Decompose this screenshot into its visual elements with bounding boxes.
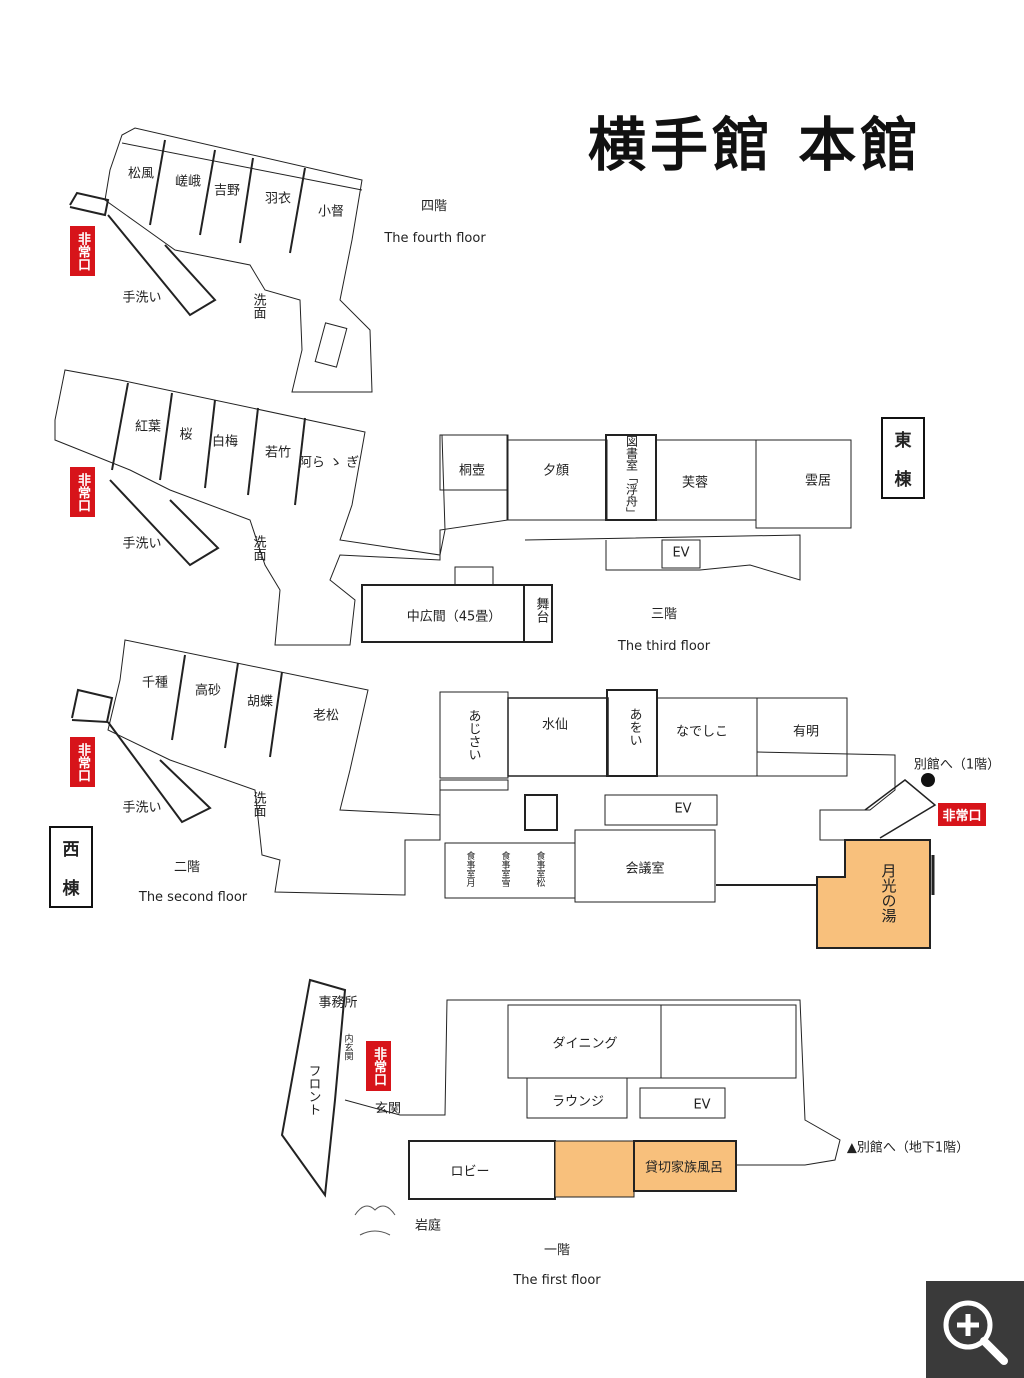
room-label: 白梅 <box>211 434 239 450</box>
room-label: あじさい <box>465 709 481 761</box>
annex-link-1f[interactable]: 別館へ（1階） <box>913 757 1001 773</box>
room-label: 胡蝶 <box>246 694 274 710</box>
room-label: 会議室 <box>625 861 665 877</box>
elevator-label: EV <box>693 1097 711 1113</box>
second-floor-west-plan <box>71 639 509 896</box>
floor-label-3f: 三階 <box>650 607 678 622</box>
room-label: 手洗い <box>122 800 162 816</box>
room-label: 高砂 <box>194 683 222 699</box>
room-label: 中広間（45畳） <box>406 609 502 625</box>
floor-label-4f-en: The fourth floor <box>384 231 486 246</box>
room-label: 紅葉 <box>134 419 162 435</box>
room-label: 舞台 <box>533 597 549 623</box>
floor-label-2f: 二階 <box>173 860 201 875</box>
room-label: 内玄関 <box>342 1033 353 1061</box>
first-floor-plan <box>280 978 841 1236</box>
room-label: 水仙 <box>541 717 569 733</box>
elevator-label: EV <box>672 545 690 561</box>
zoom-in-icon <box>943 1300 1008 1365</box>
room-label: 食事室月 <box>464 851 475 887</box>
page-title: 横手館 本館 <box>588 111 923 179</box>
second-floor-east-plan <box>439 689 937 949</box>
room-label: 貸切家族風呂 <box>644 1160 724 1176</box>
room-label: あをい <box>626 707 642 747</box>
room-label: 小督 <box>317 204 345 220</box>
emergency-exit-4f: 非常口 <box>70 226 95 276</box>
room-label: 桜 <box>179 427 193 443</box>
room-label: 図書室「浮舟」 <box>624 435 639 519</box>
west-wing-label: 西 棟 <box>49 826 93 908</box>
room-label: なでしこ <box>675 724 729 740</box>
room-label: フロント <box>305 1064 321 1116</box>
room-label: 若竹 <box>264 445 292 461</box>
fourth-floor-plan <box>69 127 373 393</box>
room-label: 洗面 <box>250 791 266 817</box>
room-label: 嵯峨 <box>174 174 202 190</box>
zoom-in-button[interactable] <box>926 1281 1024 1378</box>
room-label: 千種 <box>141 675 169 691</box>
floor-label-2f-en: The second floor <box>138 890 248 905</box>
room-label: 夕顔 <box>542 463 570 479</box>
emergency-exit-2f-west: 非常口 <box>70 737 95 787</box>
room-label: 洗面 <box>250 293 266 319</box>
west-wing-char-1: 西 <box>62 840 80 860</box>
room-label: 月光の湯 <box>879 863 898 923</box>
room-label: 事務所 <box>318 995 358 1011</box>
room-label: 玄関 <box>374 1101 402 1117</box>
floor-label-1f-en: The first floor <box>513 1273 601 1288</box>
floor-label-3f-en: The third floor <box>617 639 711 654</box>
elevator-label: EV <box>674 801 692 817</box>
annex-link-b1[interactable]: ▲別館へ（地下1階） <box>846 1140 970 1156</box>
emergency-exit-2f-east: 非常口 <box>938 803 986 826</box>
room-label: 吉野 <box>213 183 241 199</box>
room-label: 洗面 <box>250 535 266 561</box>
room-label: ロビー <box>450 1164 490 1180</box>
annex-marker <box>921 773 935 787</box>
room-label: 羽衣 <box>264 191 292 207</box>
room-label: 雲居 <box>804 473 832 489</box>
third-floor-west-plan <box>54 369 553 646</box>
east-wing-char-1: 東 <box>894 431 912 451</box>
third-floor-east-plan <box>439 434 852 581</box>
room-label: 芙蓉 <box>681 475 709 491</box>
emergency-exit-1f: 非常口 <box>366 1041 391 1091</box>
room-label: 阿ら ゝ ぎ <box>298 455 360 471</box>
east-wing-label: 東 棟 <box>881 417 925 499</box>
room-label: 食事室松 <box>534 851 545 887</box>
room-label: ラウンジ <box>551 1094 605 1110</box>
room-label: 桐壺 <box>458 463 486 479</box>
room-label: 手洗い <box>122 536 162 552</box>
room-label: 岩庭 <box>414 1218 442 1234</box>
room-label: 有明 <box>792 724 820 740</box>
room-label: 手洗い <box>122 290 162 306</box>
floor-label-1f: 一階 <box>543 1243 571 1258</box>
room-label: 食事室雪 <box>499 851 510 887</box>
emergency-exit-3f: 非常口 <box>70 467 95 517</box>
east-wing-char-2: 棟 <box>894 470 912 490</box>
west-wing-char-2: 棟 <box>62 879 80 899</box>
floor-label-4f: 四階 <box>420 199 448 214</box>
room-label: ダイニング <box>552 1036 618 1052</box>
room-label: 老松 <box>312 708 340 724</box>
room-label: 松風 <box>127 166 155 182</box>
